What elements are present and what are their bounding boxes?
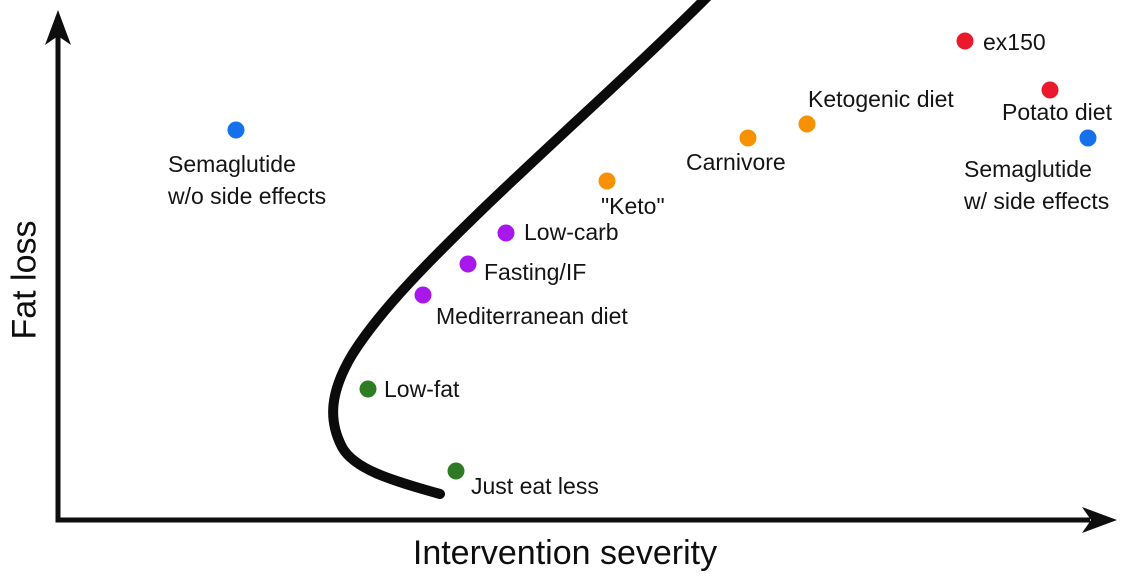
fat-loss-curve [328,0,712,499]
data-point-label: Semaglutide w/o side effects [168,151,327,209]
data-point-dot [956,32,974,50]
data-point-label: ex150 [983,29,1046,55]
data-point-label: Just eat less [471,473,599,499]
data-point-dot [447,462,465,480]
data-point-dot [359,380,377,398]
data-point-dot [798,115,816,133]
data-point-label: Mediterranean diet [436,303,628,329]
y-axis-label: Fat loss [5,220,44,340]
data-point-dot [598,172,616,190]
data-point-label: Semaglutide w/ side effects [964,156,1110,214]
data-point-label: "Keto" [601,193,665,219]
data-point-label: Potato diet [1002,99,1112,125]
data-point-label: Fasting/IF [484,259,587,285]
data-point-dot [227,121,245,139]
data-point-label: Carnivore [686,149,786,175]
data-point-dot [1079,129,1097,147]
data-point-dot [497,224,515,242]
data-point-dot [1041,81,1059,99]
x-axis-arrowhead-icon [1082,507,1117,533]
data-point-label: Ketogenic diet [808,86,954,112]
data-point-dot [459,255,477,273]
data-point-label: Low-fat [384,376,460,402]
x-axis-label: Intervention severity [412,534,718,572]
y-axis-arrowhead-icon [45,10,71,45]
data-point-dot [739,129,757,147]
data-point-label: Low-carb [524,219,619,245]
data-point-dot [414,286,432,304]
